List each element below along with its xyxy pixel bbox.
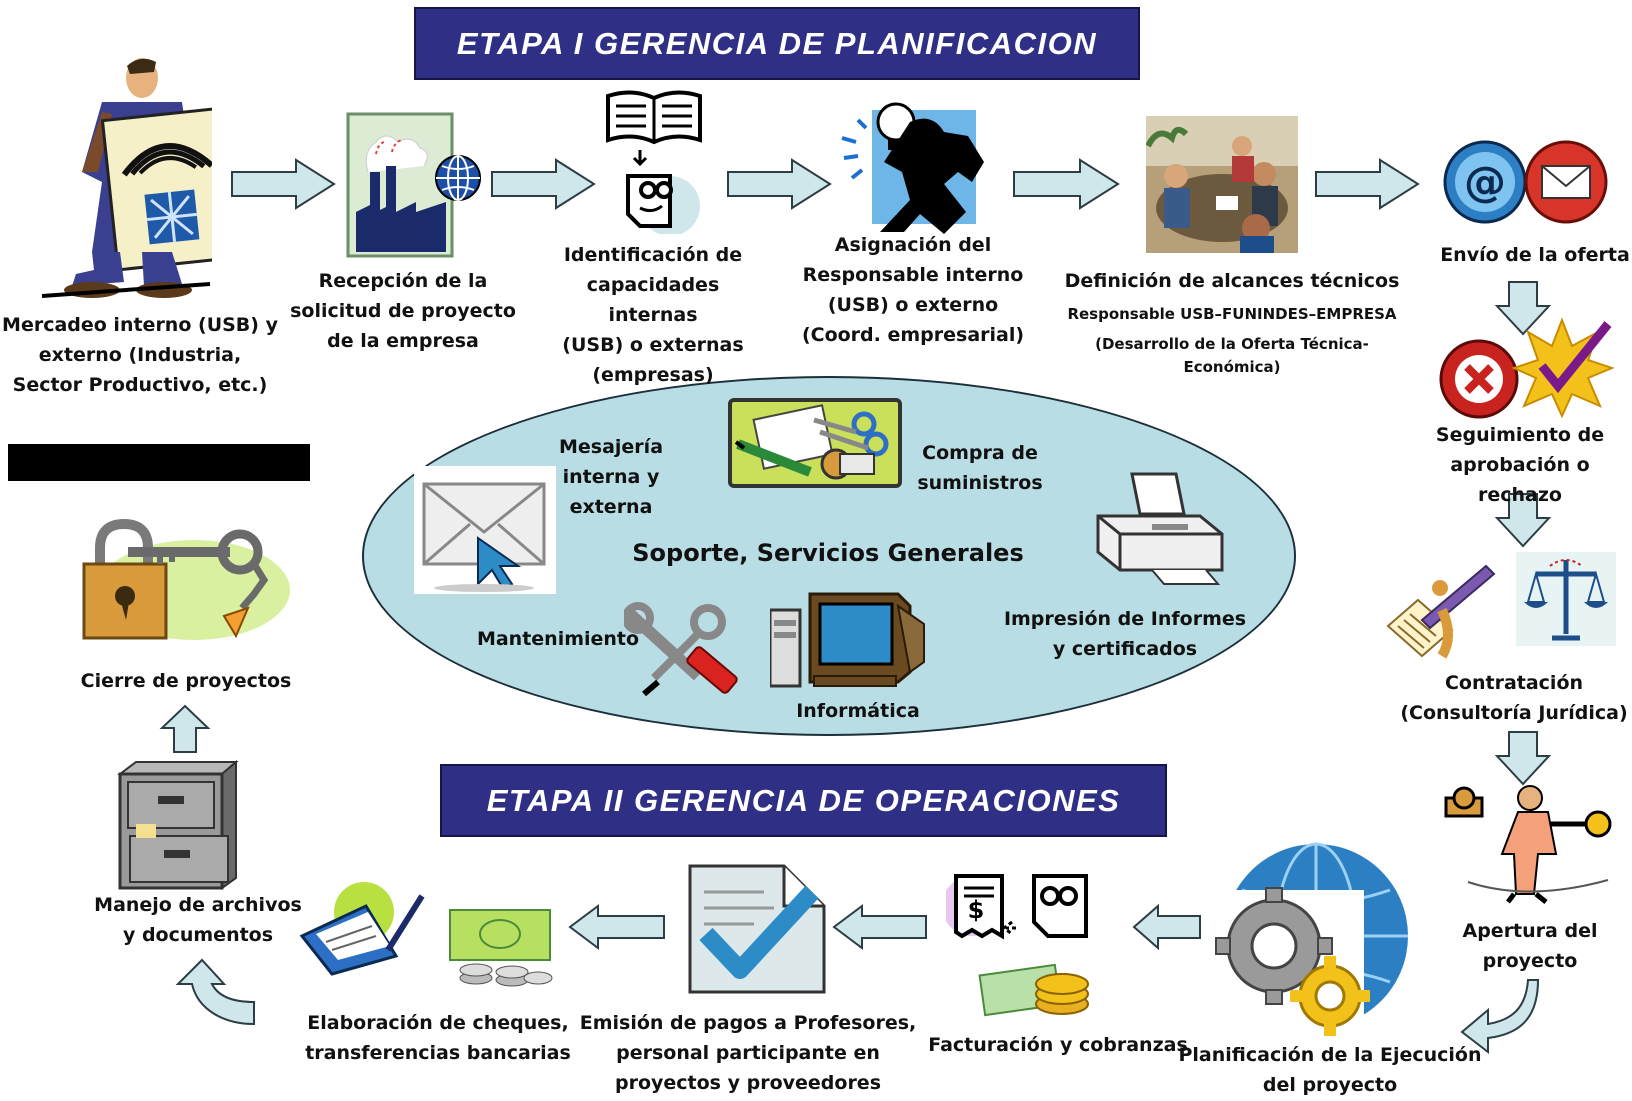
- envelope-red-icon: [1524, 140, 1608, 224]
- etapa1-title: ETAPA I GERENCIA DE PLANIFICACION: [456, 26, 1098, 61]
- arrow-left-2: [832, 904, 927, 950]
- label-mercadeo: Mercadeo interno (USB) y externo (Indust…: [2, 314, 278, 396]
- label-mensajeria: Mesajería interna y externa: [558, 436, 664, 518]
- factory-globe-icon: [346, 112, 484, 258]
- arrow-down-3: [1494, 731, 1552, 786]
- contract-pen-icon: [1382, 560, 1502, 660]
- label-envio: Envío de la oferta: [1440, 244, 1630, 266]
- label-asignacion: Asignación del Responsable interno (USB)…: [801, 234, 1025, 346]
- label-apertura: Apertura del proyecto: [1462, 920, 1598, 972]
- label-seguimiento: Seguimiento de aprobación o rechazo: [1435, 424, 1605, 506]
- label-cheques: Elaboración de cheques, transferencias b…: [305, 1012, 571, 1064]
- computer-icon: [770, 590, 926, 690]
- label-contratacion: Contratación (Consultoría Jurídica): [1400, 672, 1628, 724]
- book-person-icon: [600, 86, 710, 234]
- document-check-icon: [684, 862, 830, 996]
- arrow-curve-left: [175, 958, 255, 1026]
- wrench-screwdriver-icon: [624, 602, 738, 700]
- label-soporte: Soporte, Servicios Generales: [632, 539, 1024, 567]
- arrow-right-2: [491, 158, 596, 210]
- justice-scales-icon: [1516, 552, 1616, 646]
- arrow-right-1: [231, 158, 336, 210]
- arrow-down-2: [1494, 493, 1552, 548]
- lock-key-icon: [64, 504, 290, 642]
- label-impresion: Impresión de Informes y certificados: [1003, 608, 1247, 660]
- etapa1-banner: ETAPA I GERENCIA DE PLANIFICACION: [414, 7, 1140, 80]
- arrow-curve-right: [1460, 979, 1540, 1055]
- arrow-down-1: [1494, 281, 1552, 336]
- gears-globe-icon: [1212, 836, 1418, 1036]
- label-cierre: Cierre de proyectos: [80, 670, 292, 692]
- arrow-left-3: [568, 904, 665, 950]
- approve-star-icon: [1512, 316, 1614, 418]
- arrow-right-3: [727, 158, 832, 210]
- office-supplies-icon: [728, 398, 902, 488]
- checkbook-icon: [296, 876, 426, 976]
- label-facturacion: Facturación y cobranzas: [928, 1034, 1188, 1056]
- label-informatica: Informática: [796, 700, 920, 722]
- etapa2-banner: ETAPA II GERENCIA DE OPERACIONES: [440, 764, 1167, 837]
- invoice-coins-icon: $: [946, 872, 1118, 1024]
- arrow-right-5: [1315, 158, 1420, 210]
- envelope-cursor-icon: [414, 466, 556, 594]
- svg-text:$: $: [968, 896, 985, 924]
- arrow-left-1: [1132, 903, 1201, 951]
- label-definicion-responsable: Responsable USB–FUNINDES–EMPRESA: [1067, 305, 1397, 323]
- label-definicion: Definición de alcances técnicos: [1064, 270, 1400, 292]
- label-definicion-nota: (Desarrollo de la Oferta Técnica- Económ…: [1095, 335, 1369, 376]
- printer-icon: [1092, 470, 1228, 586]
- arrow-up-1: [159, 704, 211, 753]
- filing-cabinet-icon: [110, 758, 240, 890]
- label-emision: Emisión de pagos a Profesores, personal …: [579, 1012, 917, 1094]
- meeting-photo-icon: [1146, 116, 1298, 253]
- label-compra: Compra de suministros: [917, 442, 1043, 494]
- black-bar: [8, 444, 310, 481]
- label-archivos: Manejo de archivos y documentos: [94, 894, 302, 946]
- businessman-icon: [32, 52, 212, 302]
- label-identificacion: Identificación de capacidades internas (…: [562, 244, 744, 386]
- label-planificacion: Planificación de la Ejecución del proyec…: [1178, 1044, 1482, 1096]
- person-key-icon: [1438, 784, 1618, 904]
- etapa2-title: ETAPA II GERENCIA DE OPERACIONES: [486, 783, 1121, 818]
- label-recepcion: Recepción de la solicitud de proyecto de…: [290, 270, 516, 352]
- arrow-right-4: [1013, 158, 1120, 210]
- email-icon: @: [1443, 140, 1527, 224]
- reject-icon: [1438, 338, 1520, 420]
- lightbulb-man-icon: [840, 92, 990, 236]
- label-mantenimiento: Mantenimiento: [476, 628, 640, 650]
- svg-text:@: @: [1464, 157, 1506, 206]
- money-coins-icon: [446, 904, 556, 992]
